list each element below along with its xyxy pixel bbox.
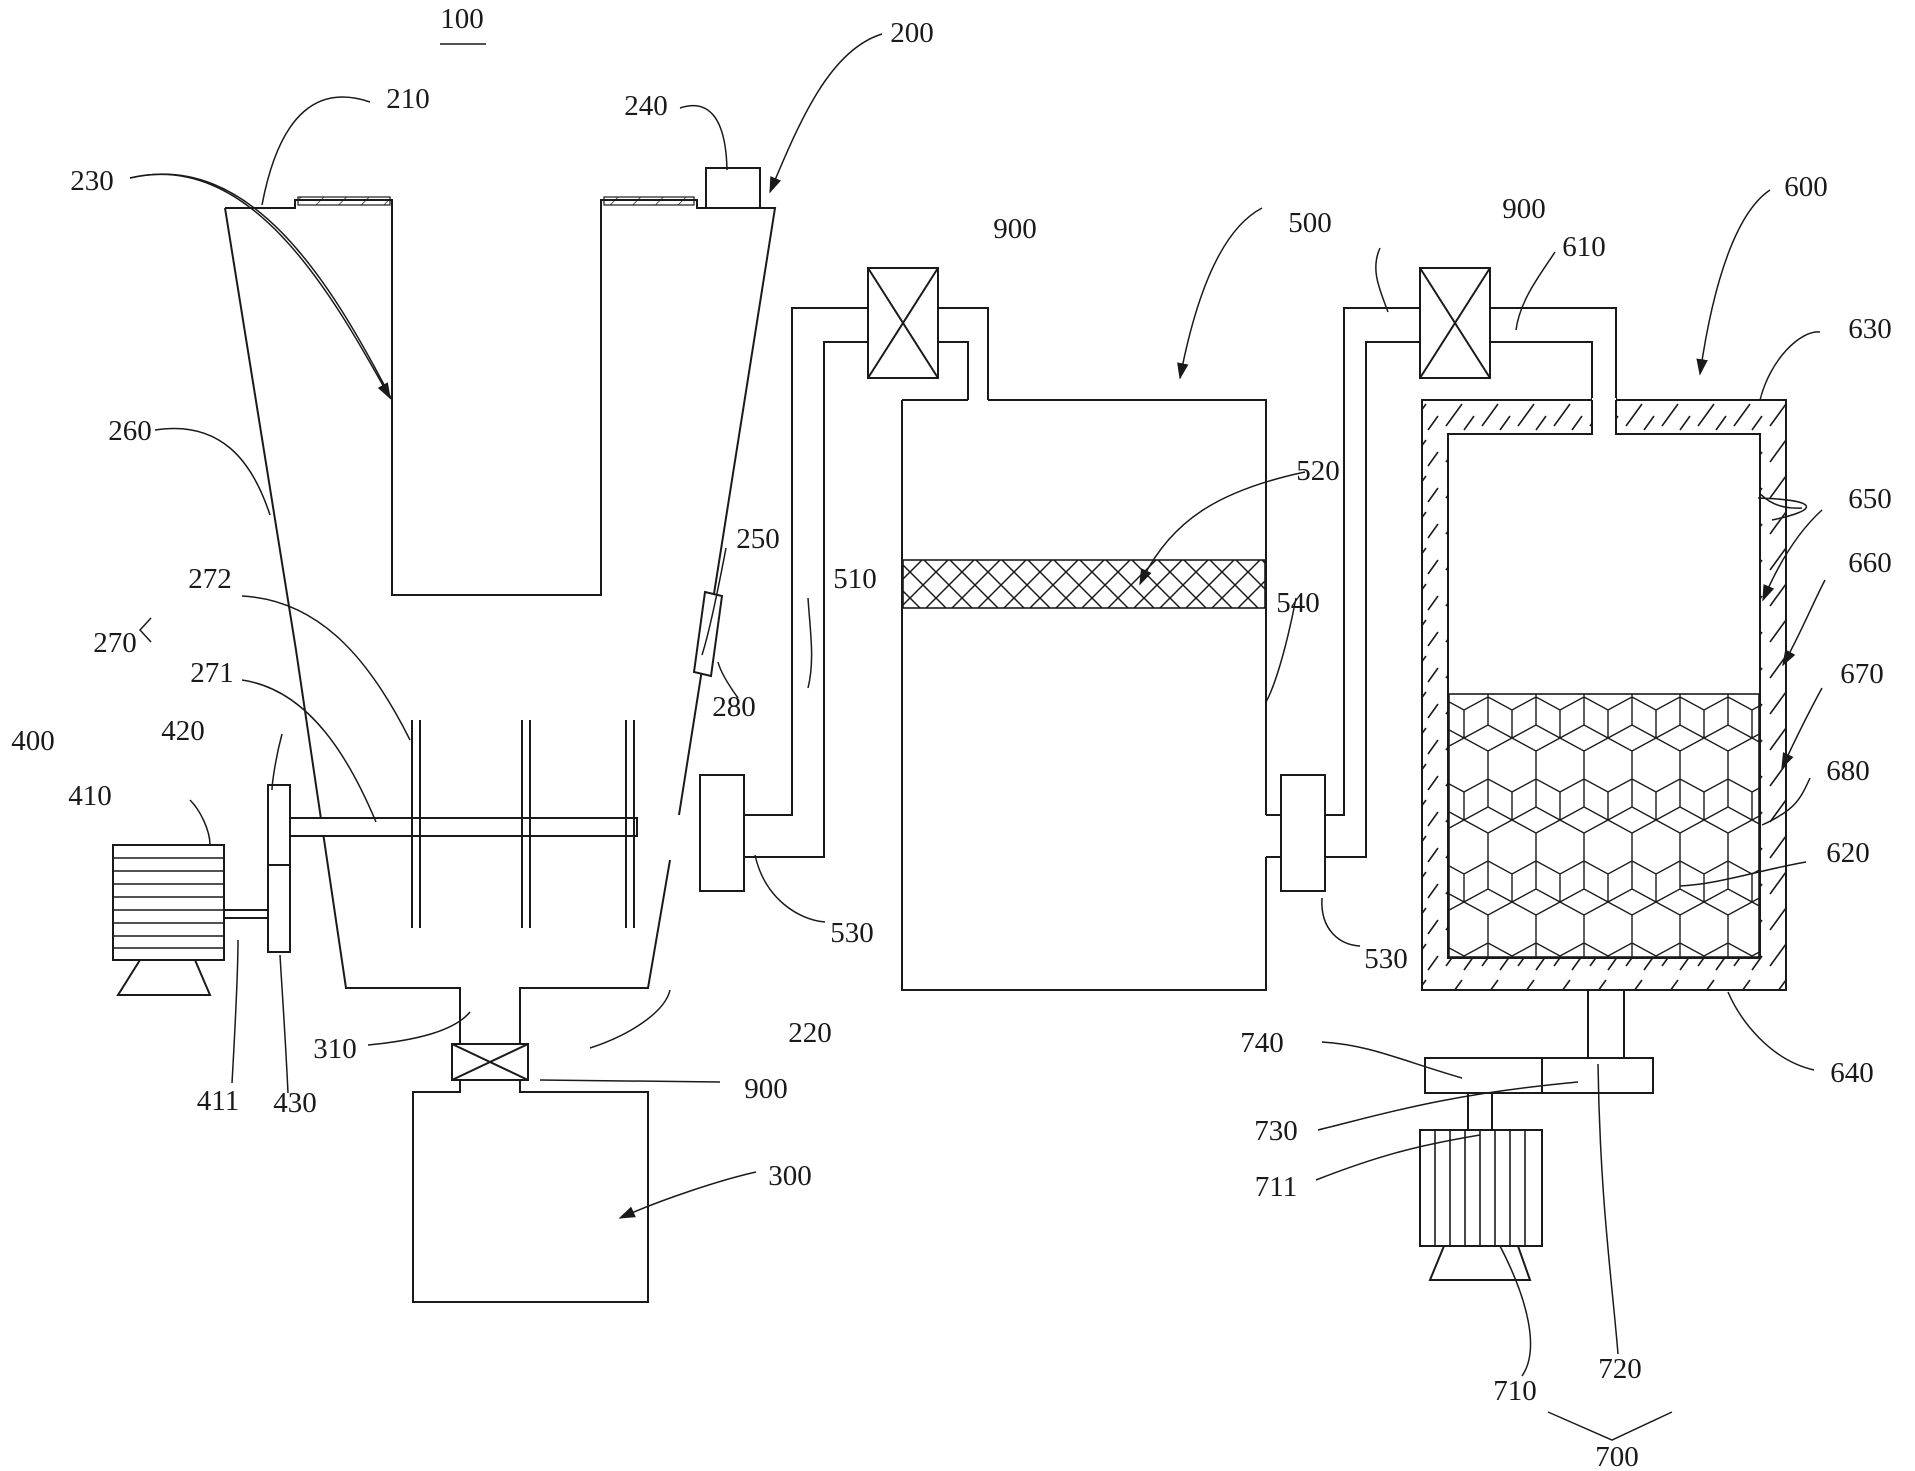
motor-fins — [113, 857, 224, 949]
transfer-pipe-1 — [699, 267, 989, 892]
stirrer-shaft — [289, 817, 638, 837]
label-660: 660 — [1848, 547, 1892, 579]
reference-labels: 200 210 240 230 260 250 280 272 270 271 … — [11, 17, 1892, 1471]
top-seal-right — [603, 196, 695, 206]
label-510: 510 — [833, 563, 877, 595]
motor-2-base — [1428, 1245, 1532, 1281]
top-seal-left — [297, 196, 391, 206]
figure-label-group: 100 — [440, 3, 486, 45]
label-300: 300 — [768, 1160, 812, 1192]
label-530-a: 530 — [830, 917, 874, 949]
label-900-b: 900 — [1502, 193, 1546, 225]
label-272: 272 — [188, 563, 232, 595]
insulated-vessel — [1421, 398, 1787, 991]
filter-tank — [901, 399, 1267, 991]
vessel-outline — [224, 167, 777, 1028]
label-740: 740 — [1240, 1027, 1284, 1059]
drive-pulley-lower — [267, 864, 291, 953]
output-shaft — [1587, 989, 1625, 1059]
label-210: 210 — [386, 83, 430, 115]
label-240: 240 — [624, 90, 668, 122]
label-410: 410 — [68, 780, 112, 812]
gear-plate — [1424, 1057, 1654, 1094]
reaction-vessel — [224, 167, 777, 1028]
label-230: 230 — [70, 165, 114, 197]
label-700: 700 — [1595, 1441, 1639, 1471]
label-271: 271 — [190, 657, 234, 689]
label-720: 720 — [1598, 1353, 1642, 1385]
pump-1 — [699, 774, 745, 892]
label-220: 220 — [788, 1017, 832, 1049]
label-520: 520 — [1296, 455, 1340, 487]
pipe-2-inner — [1325, 341, 1593, 858]
label-630: 630 — [1848, 313, 1892, 345]
label-730: 730 — [1254, 1115, 1298, 1147]
filter-tank-body — [901, 399, 1267, 991]
filter-mesh — [902, 559, 1266, 609]
label-310: 310 — [313, 1033, 357, 1065]
label-650: 650 — [1848, 483, 1892, 515]
motor-base — [116, 959, 212, 996]
transfer-pipe-2 — [1266, 267, 1617, 892]
label-430: 430 — [273, 1087, 317, 1119]
label-610: 610 — [1562, 231, 1606, 263]
label-680: 680 — [1826, 755, 1870, 787]
motor-2-body — [1419, 1129, 1543, 1247]
label-500: 500 — [1288, 207, 1332, 239]
label-670: 670 — [1840, 658, 1884, 690]
label-400: 400 — [11, 725, 55, 757]
honeycomb-media — [1448, 693, 1760, 958]
pipe-1-inner — [744, 341, 969, 858]
label-200: 200 — [890, 17, 934, 49]
label-640: 640 — [1830, 1057, 1874, 1089]
vent-cap — [705, 167, 761, 209]
motor-body — [112, 844, 225, 961]
label-600: 600 — [1784, 171, 1828, 203]
rotation-drive — [1419, 989, 1654, 1281]
label-710: 710 — [1493, 1375, 1537, 1407]
drive-motor — [112, 784, 291, 996]
leader-lines — [129, 33, 1826, 1441]
label-530-b: 530 — [1364, 943, 1408, 975]
drive-pulley-upper — [267, 784, 291, 866]
stirrer-assembly — [289, 720, 638, 928]
label-900-a: 900 — [993, 213, 1037, 245]
label-270: 270 — [93, 627, 137, 659]
label-540: 540 — [1276, 587, 1320, 619]
pump-2 — [1280, 774, 1326, 892]
label-250: 250 — [736, 523, 780, 555]
label-411: 411 — [197, 1085, 239, 1117]
label-280: 280 — [712, 691, 756, 723]
label-620: 620 — [1826, 837, 1870, 869]
tank-body — [412, 1080, 649, 1303]
pipe-1-outer — [744, 307, 989, 816]
label-711: 711 — [1255, 1171, 1297, 1203]
figure-number: 100 — [440, 3, 484, 35]
label-260: 260 — [108, 415, 152, 447]
label-420: 420 — [161, 715, 205, 747]
inlet-gap — [1592, 398, 1616, 434]
collection-tank — [412, 1028, 649, 1303]
inlet-gap-inner — [1593, 430, 1615, 438]
pipe-2-outer — [1325, 307, 1617, 816]
label-900-c: 900 — [744, 1073, 788, 1105]
motor-2-fins — [1434, 1130, 1526, 1246]
